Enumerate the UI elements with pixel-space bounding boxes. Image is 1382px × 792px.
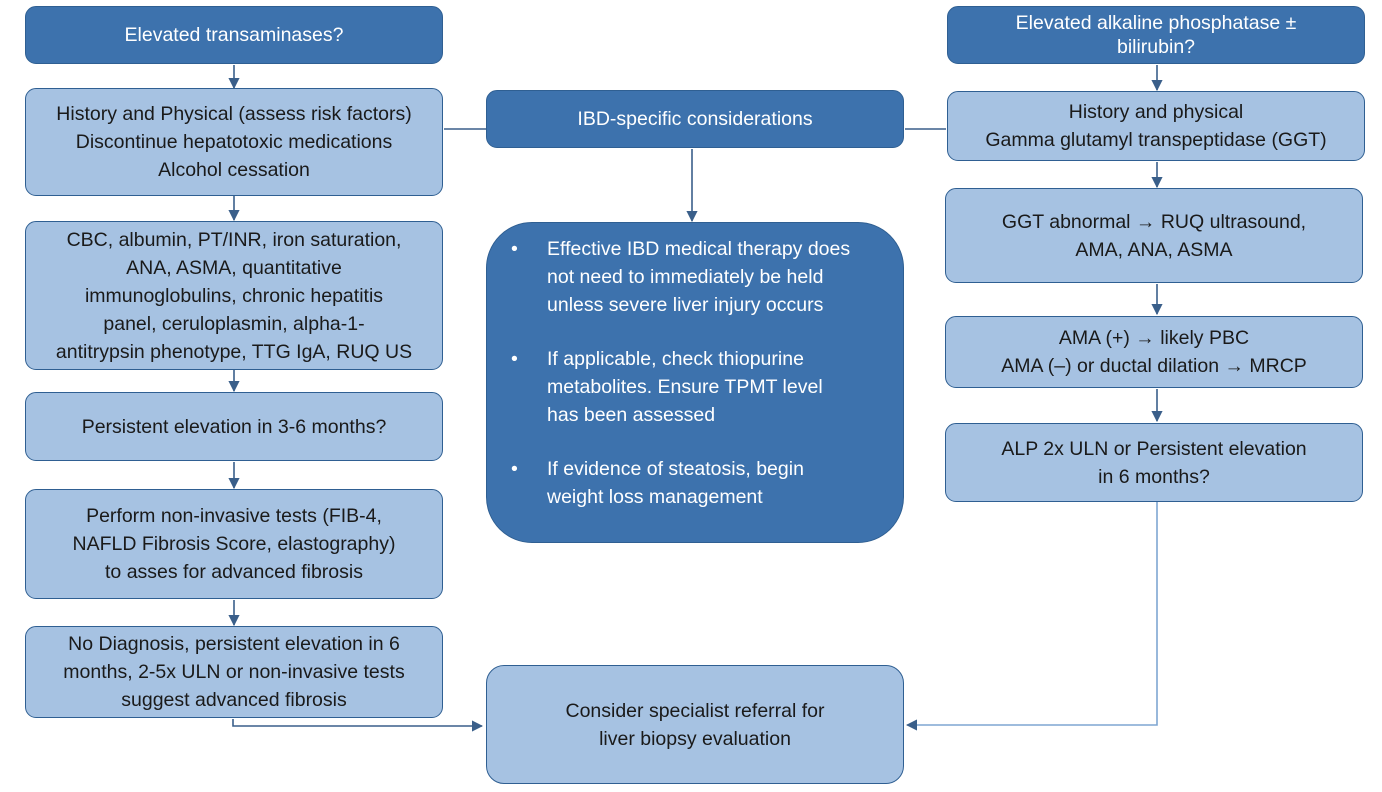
- ibd-considerations-header: IBD-specific considerations: [486, 90, 904, 148]
- step-line: Gamma glutamyl transpeptidase (GGT): [985, 129, 1327, 151]
- ibd-bullet-list: • Effective IBD medical therapy does not…: [511, 235, 883, 511]
- step-line: Perform non-invasive tests (FIB-4,: [86, 505, 382, 527]
- right-step-ggt-abnormal: GGT abnormal → RUQ ultrasound, AMA, ANA,…: [945, 188, 1363, 283]
- header-text: IBD-specific considerations: [577, 108, 813, 130]
- bullet-line: unless severe liver injury occurs: [547, 294, 824, 316]
- ibd-bullet: • If evidence of steatosis, begin weight…: [511, 455, 883, 511]
- ibd-bullet: • Effective IBD medical therapy does not…: [511, 235, 883, 319]
- step-line: ALP 2x ULN or Persistent elevation: [1001, 437, 1307, 460]
- ibd-bullet: • If applicable, check thiopurine metabo…: [511, 345, 883, 429]
- step-line: months, 2-5x ULN or non-invasive tests: [63, 661, 405, 683]
- arrow-right-to-referral: [905, 502, 1158, 731]
- left-step-persistent-elevation: Persistent elevation in 3-6 months?: [25, 392, 443, 461]
- step-line: to asses for advanced fibrosis: [105, 561, 363, 583]
- referral-line: liver biopsy evaluation: [599, 727, 791, 750]
- step-line: antitrypsin phenotype, TTG IgA, RUQ US: [55, 340, 413, 363]
- elevated-alp-header: Elevated alkaline phosphatase ± bilirubi…: [947, 6, 1365, 64]
- step-line: Discontinue hepatotoxic medications: [75, 131, 393, 153]
- bullet-line: has been assessed: [547, 404, 716, 426]
- left-step-no-diagnosis: No Diagnosis, persistent elevation in 6 …: [25, 626, 443, 718]
- right-step-history-ggt: History and physical Gamma glutamyl tran…: [947, 91, 1365, 161]
- bullet-line: If evidence of steatosis, begin: [547, 458, 804, 480]
- ibd-considerations-panel: • Effective IBD medical therapy does not…: [486, 222, 904, 543]
- step-line: panel, ceruloplasmin, alpha-1-: [103, 312, 365, 335]
- left-step-lab-tests: CBC, albumin, PT/INR, iron saturation, A…: [25, 221, 443, 370]
- step-line: AMA (+) → likely PBC: [1058, 327, 1250, 349]
- bullet-line: metabolites. Ensure TPMT level: [547, 376, 823, 398]
- specialist-referral-box: Consider specialist referral for liver b…: [486, 665, 904, 784]
- step-line: No Diagnosis, persistent elevation in 6: [68, 633, 400, 655]
- step-line: Alcohol cessation: [158, 159, 310, 181]
- step-line: AMA, ANA, ASMA: [1075, 238, 1233, 261]
- left-step-noninvasive-tests: Perform non-invasive tests (FIB-4, NAFLD…: [25, 489, 443, 599]
- right-step-ama: AMA (+) → likely PBC AMA (–) or ductal d…: [945, 316, 1363, 388]
- referral-line: Consider specialist referral for: [565, 699, 825, 722]
- header-text: bilirubin?: [1116, 36, 1196, 58]
- step-line: in 6 months?: [1098, 465, 1210, 488]
- header-text: Elevated transaminases?: [124, 24, 344, 46]
- bullet-icon: •: [511, 348, 518, 370]
- bullet-line: If applicable, check thiopurine: [547, 348, 804, 370]
- bullet-line: Effective IBD medical therapy does: [547, 238, 851, 260]
- step-line: History and Physical (assess risk factor…: [56, 103, 412, 125]
- bullet-line: not need to immediately be held: [547, 266, 824, 288]
- step-line: NAFLD Fibrosis Score, elastography): [72, 533, 396, 555]
- bullet-icon: •: [511, 238, 518, 260]
- step-line: immunoglobulins, chronic hepatitis: [84, 284, 384, 307]
- left-step-history-physical: History and Physical (assess risk factor…: [25, 88, 443, 196]
- step-line: AMA (–) or ductal dilation → MRCP: [1001, 355, 1307, 377]
- header-text: Elevated alkaline phosphatase ±: [1015, 12, 1297, 34]
- elevated-transaminases-header: Elevated transaminases?: [25, 6, 443, 64]
- step-line: suggest advanced fibrosis: [121, 689, 347, 711]
- bullet-line: weight loss management: [547, 486, 763, 508]
- step-line: CBC, albumin, PT/INR, iron saturation,: [66, 228, 402, 251]
- bullet-icon: •: [511, 458, 518, 480]
- arrow-left-to-referral: [232, 719, 484, 732]
- step-line: Persistent elevation in 3-6 months?: [81, 415, 387, 438]
- right-step-alp-persistent: ALP 2x ULN or Persistent elevation in 6 …: [945, 423, 1363, 502]
- step-line: ANA, ASMA, quantitative: [126, 256, 342, 279]
- step-line: GGT abnormal → RUQ ultrasound,: [1001, 210, 1307, 233]
- step-line: History and physical: [1068, 101, 1244, 123]
